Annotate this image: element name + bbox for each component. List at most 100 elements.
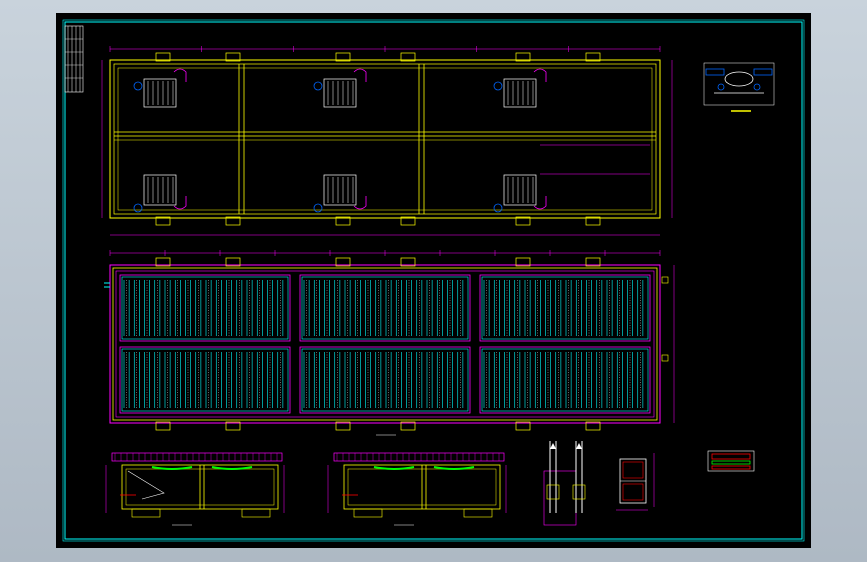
detail-box (543, 470, 577, 526)
bottom-stub (225, 216, 241, 226)
water-level (151, 466, 193, 470)
detail-arrow (550, 443, 556, 449)
bp-top-stub (335, 257, 351, 267)
bottom-plan-outer (109, 264, 661, 424)
blower-valve (753, 83, 761, 91)
bottom-stub (585, 216, 601, 226)
top-stub (225, 52, 241, 62)
blower-blue (753, 68, 773, 76)
membrane-cell-inner (301, 348, 469, 412)
membrane-cell-1 (299, 274, 471, 342)
cad-drawing (62, 19, 805, 542)
bp-top-stub (155, 257, 171, 267)
outer-frame (64, 21, 803, 540)
pipe-elbow (173, 196, 187, 210)
title-strip-box (64, 25, 84, 93)
bottom-stub (155, 216, 171, 226)
valve-top-0 (133, 81, 143, 91)
membrane-cell-4 (299, 346, 471, 414)
bp-bottom-stub (515, 421, 531, 431)
pump-fitting-top-1 (323, 78, 357, 108)
membrane-cell-5 (479, 346, 651, 414)
section-footing (241, 508, 271, 518)
section-top-rail (333, 452, 505, 462)
bp-bottom-stub (225, 421, 241, 431)
detail-blower (703, 62, 775, 112)
section-b-b (327, 452, 507, 526)
pump-fitting-bottom-2 (503, 174, 537, 206)
bottom-plan-inner (115, 270, 655, 418)
pipe-elbow (353, 196, 367, 210)
blower-body (724, 71, 754, 87)
top-plan-inner (113, 63, 657, 215)
pump-fitting-bottom-1 (323, 174, 357, 206)
valve-bottom-1 (313, 203, 323, 213)
valve-bottom-2 (493, 203, 503, 213)
bp-bottom-stub (400, 421, 416, 431)
drawing-sheet[interactable] (56, 13, 811, 548)
detail-arrow (576, 443, 582, 449)
blower-valve (717, 83, 725, 91)
bottom-stub (335, 216, 351, 226)
pump-fitting-top-0 (143, 78, 177, 108)
outer-frame-2 (62, 19, 805, 542)
membrane-cell-2 (479, 274, 651, 342)
blower-blue (705, 68, 725, 76)
top-plan-outer (109, 59, 661, 219)
section-a-a (105, 452, 285, 526)
chamber-red (622, 461, 644, 479)
membrane-cell-inner (481, 276, 649, 340)
pipe-elbow (173, 68, 187, 82)
air-pipe (127, 470, 165, 500)
bottom-plan-wall (112, 267, 658, 421)
pipe-elbow (353, 68, 367, 82)
legend-box (707, 450, 755, 472)
bp-top-stub (400, 257, 416, 267)
membrane-cell-inner (481, 348, 649, 412)
water-level (433, 466, 475, 470)
section-footing (463, 508, 493, 518)
membrane-cell-border (479, 346, 651, 414)
section-footing (353, 508, 383, 518)
membrane-cell-inner (121, 348, 289, 412)
legend-green (711, 460, 751, 465)
water-level (211, 466, 253, 470)
section-top-rail (111, 452, 283, 462)
membrane-cell-0 (119, 274, 291, 342)
bp-top-stub (585, 257, 601, 267)
detail-base (546, 484, 560, 500)
legend-frame (707, 450, 755, 472)
chamber-red (622, 483, 644, 501)
detail-base (572, 484, 586, 500)
membrane-cell-inner (301, 276, 469, 340)
top-plan-view (109, 52, 661, 226)
valve-top-2 (493, 81, 503, 91)
membrane-cell-border (299, 346, 471, 414)
top-stub (515, 52, 531, 62)
bp-top-stub (515, 257, 531, 267)
membrane-cell-border (299, 274, 471, 342)
drawing-frame (62, 19, 805, 542)
bottom-stub (515, 216, 531, 226)
membrane-cell-inner (121, 276, 289, 340)
valve-bottom-0 (133, 203, 143, 213)
bp-bottom-stub (155, 421, 171, 431)
detail-pipe-support (543, 441, 586, 526)
legend-red2 (711, 465, 751, 470)
section-footing (131, 508, 161, 518)
membrane-cell-border (119, 346, 291, 414)
pipe-elbow (533, 68, 547, 82)
bp-top-stub (225, 257, 241, 267)
water-level (373, 466, 415, 470)
membrane-cell-border (479, 274, 651, 342)
top-stub (155, 52, 171, 62)
top-stub (585, 52, 601, 62)
side-stub (661, 276, 669, 284)
top-plan-inner2 (117, 67, 653, 211)
valve-top-1 (313, 81, 323, 91)
membrane-cell-3 (119, 346, 291, 414)
membrane-cell-border (119, 274, 291, 342)
pump-fitting-bottom-0 (143, 174, 177, 206)
pump-fitting-top-2 (503, 78, 537, 108)
